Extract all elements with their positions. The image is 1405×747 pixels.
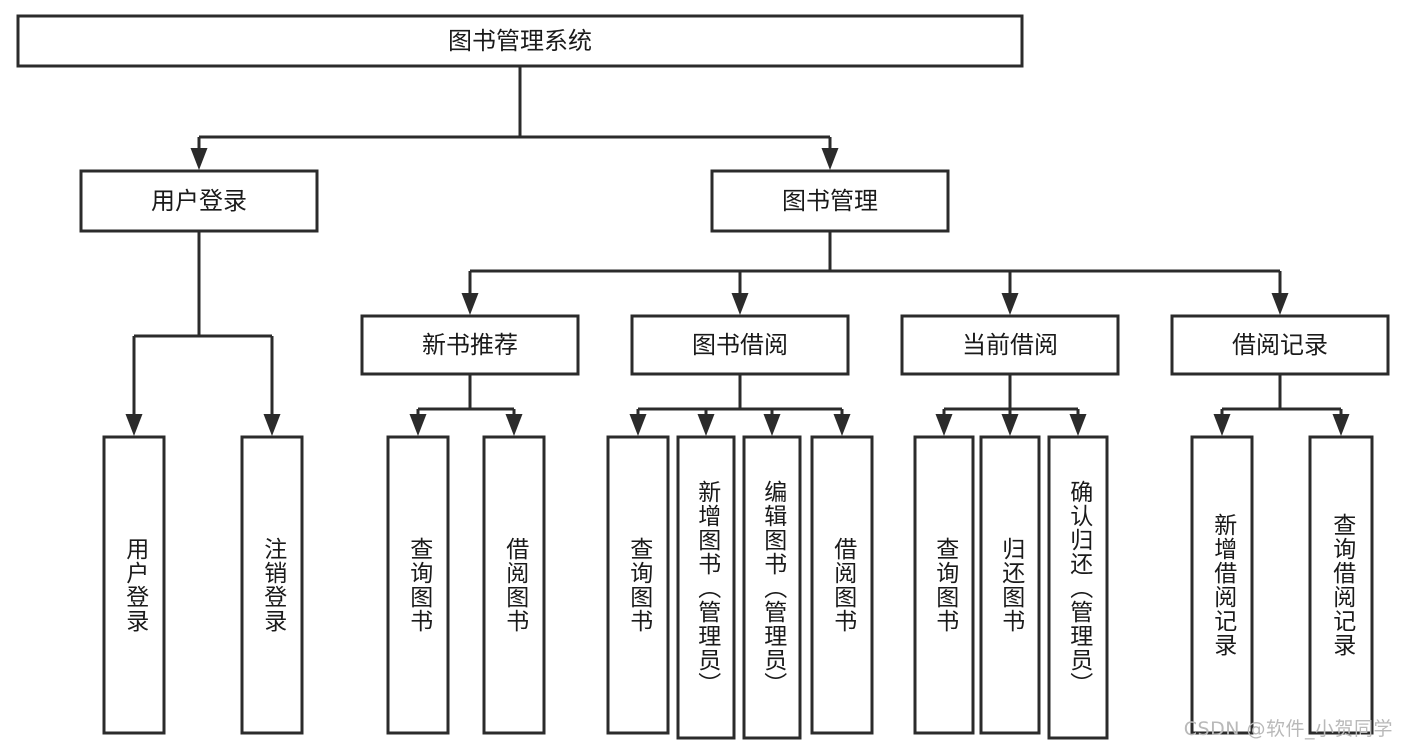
connector-root bbox=[190, 66, 839, 170]
csdn-watermark: CSDN @软件_小贺同学 bbox=[1183, 718, 1393, 740]
node-label-records: 借阅记录 bbox=[1232, 331, 1328, 359]
node-label-login: 用户登录 bbox=[151, 187, 247, 215]
node-box-leaf-query-book-3[interactable] bbox=[913, 435, 975, 735]
node-box-leaf-borrow-book-1[interactable] bbox=[482, 435, 546, 735]
boxes-layer bbox=[16, 14, 1390, 740]
connector-login bbox=[125, 231, 281, 436]
connector-records bbox=[1213, 374, 1350, 436]
node-box-records[interactable] bbox=[1170, 314, 1390, 376]
node-label-root: 图书管理系统 bbox=[448, 27, 592, 55]
node-box-leaf-return-book[interactable] bbox=[979, 435, 1041, 735]
node-box-newbook[interactable] bbox=[360, 314, 580, 376]
node-box-borrow[interactable] bbox=[630, 314, 850, 376]
node-box-leaf-user-logout[interactable] bbox=[240, 435, 304, 735]
node-box-leaf-borrow-book-2[interactable] bbox=[810, 435, 874, 735]
node-box-leaf-confirm-return[interactable] bbox=[1047, 435, 1109, 740]
node-box-bookmgmt[interactable] bbox=[710, 169, 950, 233]
connector-bookmgmt bbox=[461, 231, 1289, 315]
node-box-leaf-query-record[interactable] bbox=[1308, 435, 1374, 735]
node-box-leaf-add-book[interactable] bbox=[676, 435, 736, 740]
node-box-login[interactable] bbox=[79, 169, 319, 233]
node-box-leaf-query-book-2[interactable] bbox=[606, 435, 670, 735]
node-box-current[interactable] bbox=[900, 314, 1120, 376]
node-box-root[interactable] bbox=[16, 14, 1024, 68]
node-label-bookmgmt: 图书管理 bbox=[782, 187, 878, 215]
connector-borrow bbox=[629, 374, 851, 436]
node-box-leaf-add-record[interactable] bbox=[1190, 435, 1254, 735]
node-box-leaf-user-login[interactable] bbox=[102, 435, 166, 735]
connector-current bbox=[935, 374, 1087, 436]
connectors-layer bbox=[125, 66, 1350, 436]
node-box-leaf-edit-book[interactable] bbox=[742, 435, 802, 740]
node-label-borrow: 图书借阅 bbox=[692, 331, 788, 359]
node-label-current: 当前借阅 bbox=[962, 331, 1058, 359]
node-box-leaf-query-book-1[interactable] bbox=[386, 435, 450, 735]
node-label-newbook: 新书推荐 bbox=[422, 331, 518, 359]
connector-newbook bbox=[409, 374, 523, 436]
